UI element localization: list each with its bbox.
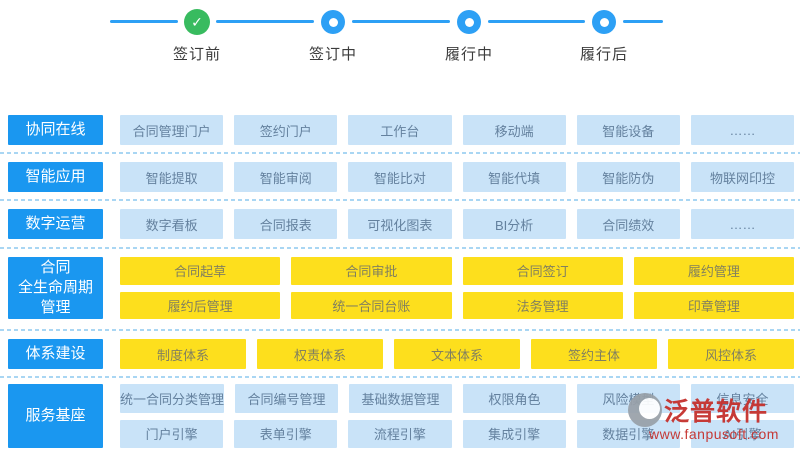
dashed-divider (0, 329, 800, 331)
timeline-connector-line (488, 20, 585, 23)
module-box: 合同报表 (234, 209, 338, 239)
timeline-step-label: 签订前 (172, 46, 221, 63)
module-box: 智能代填 (462, 162, 566, 192)
dashed-divider (0, 376, 800, 378)
module-box: 合同绩效 (576, 209, 680, 239)
module-box: 制度体系 (120, 339, 246, 369)
module-box: 数据引擎 (576, 419, 680, 448)
timeline-step-label: 履行后 (579, 46, 628, 63)
category-items: 统一合同分类管理合同编号管理基础数据管理权限角色风险模型信息安全门户引擎表单引擎… (120, 384, 795, 448)
module-box: 签约主体 (531, 339, 657, 369)
step-circle-icon (321, 10, 345, 34)
module-box: 门户引擎 (120, 419, 224, 448)
module-box: 履约后管理 (120, 291, 281, 319)
module-box: 基础数据管理 (349, 384, 453, 413)
check-circle-icon: ✓ (184, 9, 210, 35)
module-box: BI分析 (462, 209, 566, 239)
category-label: 协同在线 (8, 115, 103, 145)
item-line: 合同管理门户签约门户工作台移动端智能设备 …… (120, 115, 795, 145)
watermark: 泛普软件 www.fanpusoft.com (628, 392, 800, 442)
module-box: 信息安全 (691, 384, 795, 413)
watermark-url: www.fanpusoft.com (649, 426, 779, 442)
timeline-connector-line (110, 20, 178, 23)
timeline-step-label: 签订中 (308, 46, 357, 63)
module-box: 物联网印控 (690, 162, 795, 192)
module-box: 智能比对 (348, 162, 452, 192)
module-box: 履约管理 (633, 257, 794, 285)
module-box: 文本体系 (394, 339, 520, 369)
category-items: 制度体系权责体系文本体系签约主体风控体系 (120, 339, 794, 369)
step-circle-icon (457, 10, 481, 34)
module-box: 合同起草 (120, 257, 281, 285)
timeline-connector-line (352, 20, 450, 23)
module-box: 智能提取 (120, 162, 224, 192)
module-box: 数字看板 (120, 209, 224, 239)
category-label: 服务基座 (8, 384, 103, 448)
dashed-divider (0, 199, 800, 201)
module-box: 法务管理 (462, 291, 623, 319)
module-box: 统一合同分类管理 (120, 384, 225, 413)
timeline-connector-line (623, 20, 663, 23)
category-label: 体系建设 (8, 339, 103, 369)
dashed-divider (0, 152, 800, 154)
module-box: 印章管理 (633, 291, 794, 319)
dashed-divider (0, 247, 800, 249)
category-items: 数字看板合同报表可视化图表 BI分析合同绩效 …… (120, 209, 795, 239)
module-box: 流程引擎 (348, 419, 452, 448)
module-box: 集成引擎 (462, 419, 566, 448)
module-box: 合同审批 (291, 257, 452, 285)
category-label: 数字运营 (8, 209, 103, 239)
item-line: 履约后管理统一合同台账法务管理印章管理 (120, 291, 794, 319)
module-box: 合同管理门户 (120, 115, 224, 145)
category-items: 合同管理门户签约门户工作台移动端智能设备 …… (120, 115, 795, 145)
timeline-connector-line (216, 20, 314, 23)
module-box: 智能设备 (576, 115, 680, 145)
module-box: 智能防伪 (576, 162, 680, 192)
module-box: 合同签订 (462, 257, 623, 285)
category-label: 智能应用 (8, 162, 103, 192)
module-box: 可视化图表 (348, 209, 452, 239)
item-line: 合同起草合同审批合同签订履约管理 (120, 257, 794, 285)
module-box: 统一合同台账 (291, 291, 452, 319)
module-box: 工作台 (348, 115, 452, 145)
step-circle-icon (592, 10, 616, 34)
module-box: 表单引擎 (234, 419, 338, 448)
item-line: 智能提取智能审阅智能比对智能代填智能防伪物联网印控 (120, 162, 795, 192)
fanpu-logo-icon (628, 393, 662, 427)
module-box: …… (690, 115, 795, 145)
module-box: 权责体系 (257, 339, 383, 369)
module-box: …… (690, 209, 795, 239)
module-box: 权限角色 (463, 384, 567, 413)
module-box: 合同编号管理 (235, 384, 339, 413)
item-line: 制度体系权责体系文本体系签约主体风控体系 (120, 339, 794, 369)
module-box: 签约门户 (234, 115, 338, 145)
item-line: 门户引擎表单引擎流程引擎集成引擎数据引擎 AI引擎 (120, 419, 795, 448)
module-box: AI引擎 (690, 419, 795, 448)
category-items: 智能提取智能审阅智能比对智能代填智能防伪物联网印控 (120, 162, 795, 192)
watermark-brand: 泛普软件 (664, 398, 769, 426)
category-label: 合同 全生命周期 管理 (8, 257, 103, 319)
module-box: 风控体系 (668, 339, 794, 369)
module-box: 移动端 (462, 115, 566, 145)
timeline-step-label: 履行中 (444, 46, 493, 63)
item-line: 数字看板合同报表可视化图表 BI分析合同绩效 …… (120, 209, 795, 239)
module-box: 智能审阅 (234, 162, 338, 192)
item-line: 统一合同分类管理合同编号管理基础数据管理权限角色风险模型信息安全 (120, 384, 795, 413)
category-items: 合同起草合同审批合同签订履约管理履约后管理统一合同台账法务管理印章管理 (120, 257, 794, 319)
